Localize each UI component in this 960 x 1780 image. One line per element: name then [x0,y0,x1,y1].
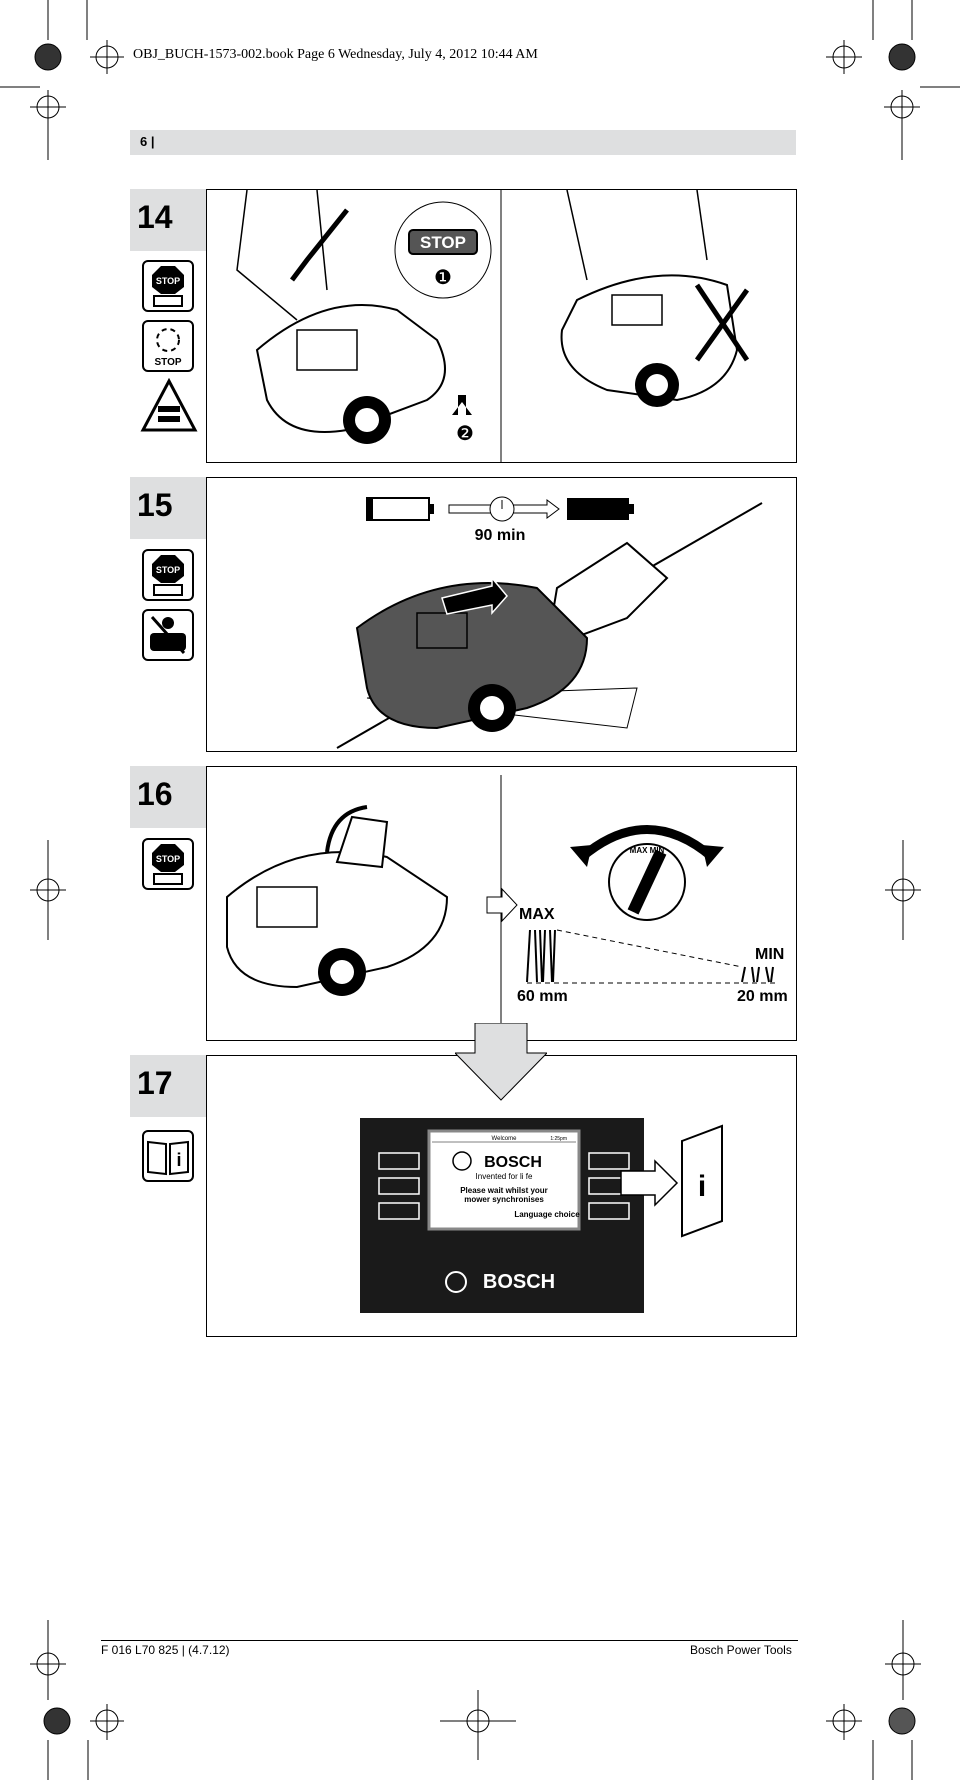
svg-text:STOP: STOP [156,854,180,864]
max-label: MAX [519,906,555,923]
display-status-text: Welcome [492,1136,518,1142]
file-info-line: OBJ_BUCH-1573-002.book Page 6 Wednesday,… [133,47,538,62]
step-number: 15 [137,487,173,523]
svg-text:STOP: STOP [156,276,180,286]
step-15-panel: 90 min [206,477,797,752]
callout-2: ❷ [456,423,474,445]
max-height: 60 mm [517,988,568,1005]
display-language: Language choice [514,1210,580,1219]
step-17-panel: Welcome 1:25pm BOSCH Invented for li fe … [206,1055,797,1337]
stop-manual-icon: STOP [142,549,194,601]
info-letter: i [176,1150,181,1170]
display-brand: BOSCH [484,1154,542,1171]
stop-blade-icon: STOP [142,320,194,372]
stop-button-label: STOP [420,233,466,252]
step-16-illustration: MAX MIN MAX MIN 60 mm 20 mm [226,775,788,1032]
step-17-illustration: Welcome 1:25pm BOSCH Invented for li fe … [360,1118,723,1313]
step-14-number-box: 14 [130,189,208,251]
info-booklet-letter: i [698,1170,706,1203]
charge-time-label: 90 min [475,527,526,544]
step-17-number-box: 17 [130,1055,208,1117]
footer-doc-number: F 016 L70 825 | (4.7.12) [101,1643,230,1657]
page-number-bar: 6 | [130,130,796,155]
stop-manual-icon: STOP [142,260,194,312]
step-number: 14 [137,199,173,235]
step-14-panel: STOP ❶ ❷ [206,189,797,463]
keypad-brand: BOSCH [483,1271,555,1293]
callout-1: ❶ [434,267,452,289]
display-time: 1:25pm [550,1136,567,1142]
display-tagline: Invented for li fe [476,1172,533,1181]
step-16-number-box: 16 [130,766,208,828]
display-message-1: Please wait whilst your [460,1186,548,1195]
svg-text:STOP: STOP [156,565,180,575]
down-arrow [455,1023,547,1101]
display-message-2: mower synchronises [464,1195,544,1204]
step-14-illustration: STOP ❶ ❷ [236,189,750,462]
step-15-number-box: 15 [130,477,208,539]
footer-publisher: Bosch Power Tools [690,1643,792,1657]
min-height: 20 mm [737,988,788,1005]
dial-label: MAX MIN [630,846,665,855]
step-15-illustration: 90 min [336,496,763,749]
stop-manual-icon: STOP [142,838,194,890]
step-number: 17 [137,1065,173,1101]
read-manual-icon: i [142,1130,194,1182]
page-number: 6 | [140,134,155,149]
footer-rule [101,1640,798,1641]
no-riding-icon [142,609,194,661]
min-label: MIN [755,946,784,963]
step-number: 16 [137,776,173,812]
stop-text: STOP [154,357,181,368]
warning-triangle-icon [140,377,198,438]
step-16-panel: MAX MIN MAX MIN 60 mm 20 mm [206,766,797,1041]
